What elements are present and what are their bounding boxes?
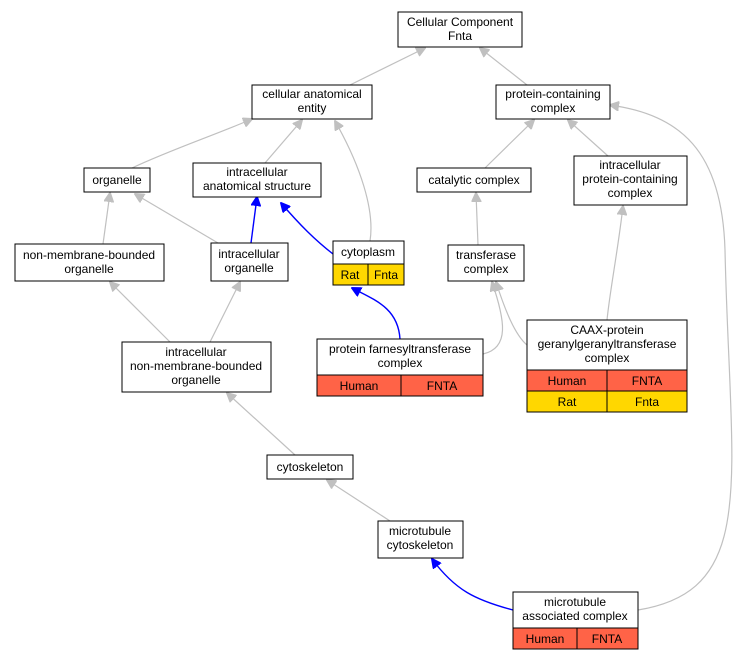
node-cytoskeleton[interactable]: cytoskeleton (266, 454, 354, 480)
node-label-line: catalytic complex (428, 173, 519, 187)
gene-label: Fnta (374, 268, 398, 282)
node-label-line: Cellular Component (407, 15, 514, 29)
edge-ipcc-to-pcc (568, 120, 609, 157)
node-protein-farnesyltransferase-complex[interactable]: protein farnesyltransferase complex Huma… (316, 338, 484, 397)
node-label-line: organelle (171, 373, 221, 387)
node-intracellular-anatomical-structure[interactable]: intracellular anatomical structure (192, 162, 322, 198)
edge-organelle-to-cae (131, 119, 252, 169)
node-label-line: intracellular (226, 165, 287, 179)
edges (102, 48, 733, 611)
node-label-line: non-membrane-bounded (23, 248, 155, 262)
node-label-line: intracellular (218, 247, 279, 261)
edge-nmbo-to-organelle (102, 193, 110, 245)
edge-mac-to-mtcyto (432, 559, 514, 611)
human-cell (576, 627, 639, 650)
node-label-line: cytoplasm (341, 245, 395, 259)
node-label-line: cellular anatomical (262, 87, 361, 101)
edge-pft-to-cytoplasm (352, 288, 401, 340)
species-label: Rat (558, 395, 577, 409)
species-label: Rat (341, 268, 360, 282)
gene-label: FNTA (632, 374, 662, 388)
node-label-line: Fnta (448, 29, 472, 43)
node-label-line: organelle (224, 261, 274, 275)
gene-label: FNTA (427, 379, 457, 393)
node-intracellular-protein-containing-complex[interactable]: intracellular protein-containing complex (573, 155, 688, 206)
node-label-line: protein-containing (505, 87, 600, 101)
node-label-line: protein farnesyltransferase (329, 342, 471, 356)
edge-cytoplasm-to-cae (335, 121, 372, 242)
edge-cae-to-root (349, 48, 425, 86)
rat-cell (367, 263, 405, 286)
edge-caax-to-transferase (496, 282, 528, 346)
gene-label: Fnta (635, 395, 659, 409)
node-cellular-anatomical-entity[interactable]: cellular anatomical entity (251, 84, 373, 120)
node-label-line: entity (298, 101, 327, 115)
node-label-line: protein-containing (582, 172, 677, 186)
node-label-line: geranylgeranyltransferase (538, 337, 677, 351)
species-label: Human (340, 379, 379, 393)
edge-transferase-to-catalytic (476, 193, 478, 246)
human-cell (400, 374, 484, 397)
node-protein-containing-complex[interactable]: protein-containing complex (495, 84, 611, 120)
node-label-line: complex (608, 186, 653, 200)
node-label-line: associated complex (522, 609, 627, 623)
edge-inmbo-to-io (209, 282, 240, 343)
node-label-line: organelle (92, 173, 142, 187)
node-microtubule-associated-complex[interactable]: microtubule associated complex Human FNT… (512, 591, 639, 650)
node-label-line: CAAX-protein (570, 323, 643, 337)
node-catalytic-complex[interactable]: catalytic complex (416, 167, 532, 193)
node-label-line: cytoskeleton (277, 460, 344, 474)
rat-cell (606, 390, 688, 413)
node-organelle[interactable]: organelle (83, 167, 151, 193)
node-label-line: intracellular (165, 345, 226, 359)
node-cellular-component[interactable]: Cellular Component Fnta (397, 11, 523, 48)
edge-mac-to-pcc (610, 105, 733, 611)
node-cytoplasm[interactable]: cytoplasm Rat Fnta (332, 240, 405, 286)
node-label-line: anatomical structure (203, 179, 311, 193)
gene-label: FNTA (592, 632, 622, 646)
edge-io-to-organelle (135, 194, 219, 244)
node-microtubule-cytoskeleton[interactable]: microtubule cytoskeleton (377, 520, 464, 559)
node-transferase-complex[interactable]: transferase complex (447, 244, 525, 282)
node-label-line: complex (531, 101, 576, 115)
species-label: Human (548, 374, 587, 388)
node-label-line: cytoskeleton (387, 538, 454, 552)
node-label-line: intracellular (599, 158, 660, 172)
node-label-line: complex (464, 262, 509, 276)
node-non-membrane-bounded-organelle[interactable]: non-membrane-bounded organelle (14, 243, 165, 282)
node-label-line: transferase (456, 248, 516, 262)
species-label: Human (526, 632, 565, 646)
node-label-line: microtubule (389, 524, 451, 538)
node-label-line: organelle (64, 262, 114, 276)
edge-catalytic-to-pcc (484, 120, 534, 169)
edge-inmbo-to-nmbo (110, 282, 171, 343)
node-label-line: microtubule (544, 595, 606, 609)
node-caax-protein-geranylgeranyltransferase-complex[interactable]: CAAX-protein geranylgeranyltransferase c… (526, 319, 688, 413)
edge-io-to-ias (250, 197, 257, 244)
edge-pcc-to-root (480, 48, 528, 86)
edge-pft-to-transferase (482, 282, 504, 355)
node-intracellular-organelle[interactable]: intracellular organelle (210, 242, 289, 282)
edge-mtcyto-to-cytoskeleton (327, 480, 391, 522)
node-label-line: complex (585, 351, 630, 365)
node-intracellular-non-membrane-bounded-organelle[interactable]: intracellular non-membrane-bounded organ… (121, 341, 272, 393)
edge-caax-to-ipcc (606, 206, 623, 321)
edge-cytoplasm-to-ias (281, 203, 334, 255)
edge-cytoskeleton-to-inmbo (227, 393, 296, 456)
node-label-line: non-membrane-bounded (130, 359, 262, 373)
edge-ias-to-cae (264, 120, 302, 164)
node-label-line: complex (378, 356, 423, 370)
